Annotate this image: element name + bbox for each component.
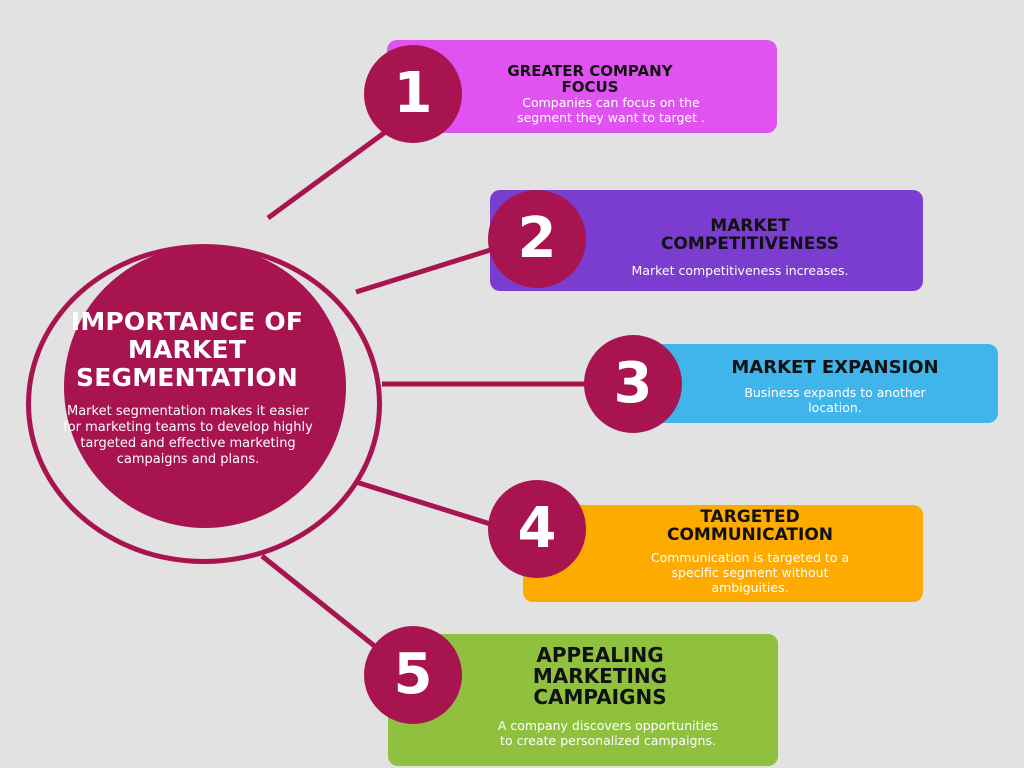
connector-5 [260,554,384,654]
item-description-1: Companies can focus on the segment they … [517,95,705,125]
number-badge-4: 4 [488,480,586,578]
center-description: Market segmentation makes it easier for … [63,404,313,467]
item-description-5: A company discovers opportunities to cre… [497,718,719,748]
item-title-2: MARKET COMPETITIVENESS [660,216,840,254]
connector-4 [355,479,501,530]
item-title-4: TARGETED COMMUNICATION [666,507,834,545]
item-title-1: GREATER COMPANY FOCUS [507,62,673,96]
number-label-4: 4 [517,496,557,561]
number-badge-2: 2 [488,190,586,288]
number-badge-5: 5 [364,626,462,724]
center-title: IMPORTANCE OF MARKET SEGMENTATION [70,307,304,392]
item-description-4: Communication is targeted to a specific … [650,550,850,595]
item-description-2: Market competitiveness increases. [631,263,849,278]
item-title-5: APPEALING MARKETING CAMPAIGNS [532,643,668,709]
item-title-3: MARKET EXPANSION [731,357,939,378]
connector-2 [355,244,501,295]
number-badge-3: 3 [584,335,682,433]
item-card-4 [523,505,923,602]
item-description-3: Business expands to another location. [744,385,926,415]
center-disc [64,246,346,528]
item-card-3 [640,344,998,423]
number-label-5: 5 [393,642,433,707]
number-label-1: 1 [393,61,433,126]
number-label-3: 3 [613,351,653,416]
number-label-2: 2 [517,206,557,271]
connector-1 [266,122,397,221]
number-badge-1: 1 [364,45,462,143]
